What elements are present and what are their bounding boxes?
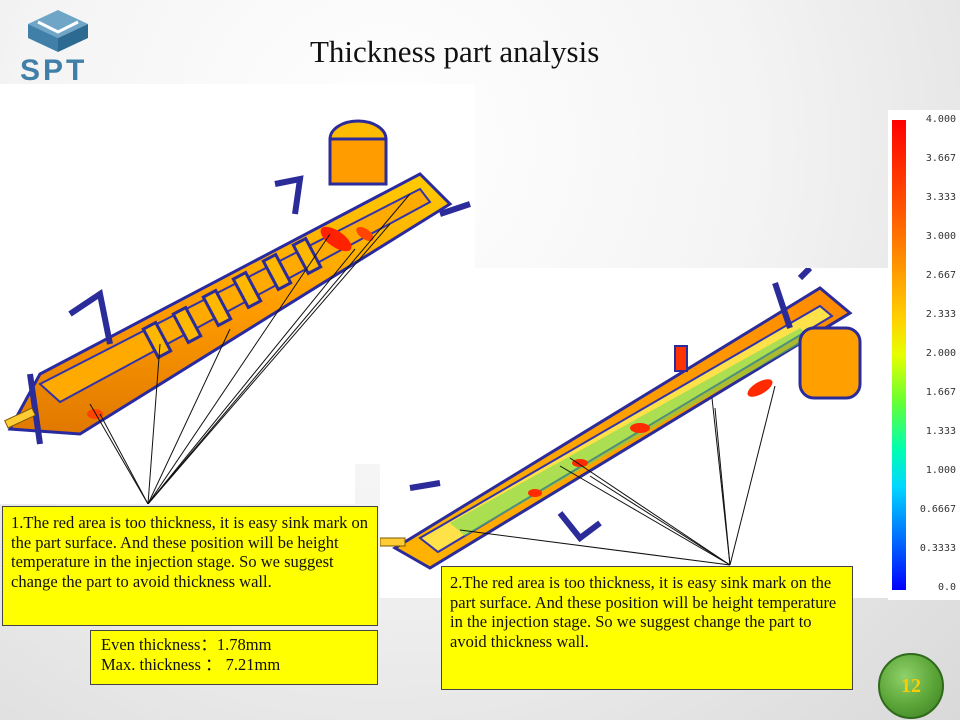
thickness-legend: 4.000 3.667 3.333 3.000 2.667 2.333 2.00…	[888, 110, 960, 600]
legend-label: 4.000	[925, 114, 956, 125]
legend-label: 0.0	[937, 582, 956, 593]
legend-label: 3.000	[925, 231, 956, 242]
legend-label: 2.000	[925, 348, 956, 359]
legend-label: 1.333	[925, 426, 956, 437]
even-thickness-text: Even thickness：1.78mm	[101, 635, 272, 654]
max-thickness-text: Max. thickness ： 7.21mm	[101, 654, 281, 674]
part-render-2	[380, 268, 862, 570]
part-render-1	[4, 119, 471, 504]
legend-color-bar	[892, 120, 906, 590]
legend-label: 3.667	[925, 153, 956, 164]
legend-label: 3.333	[925, 192, 956, 203]
spt-cube-logo-icon	[28, 10, 88, 52]
legend-label: 2.667	[925, 270, 956, 281]
page-title: Thickness part analysis	[310, 34, 600, 69]
legend-label: 1.000	[925, 465, 956, 476]
logo-text: SPT	[20, 54, 88, 87]
spt-logo: SPT	[8, 6, 108, 87]
callout-note-2: 2.The red area is too thickness, it is e…	[441, 566, 853, 690]
legend-label: 0.3333	[919, 543, 956, 554]
legend-label: 0.6667	[919, 504, 956, 515]
page-number-badge: 12	[878, 653, 944, 719]
callout-note-1: 1.The red area is too thickness, it is e…	[2, 506, 378, 626]
thickness-summary: Even thickness：1.78mm Max. thickness ： 7…	[90, 630, 378, 685]
legend-label: 1.667	[925, 387, 956, 398]
legend-label: 2.333	[925, 309, 956, 320]
page-number: 12	[901, 674, 921, 697]
